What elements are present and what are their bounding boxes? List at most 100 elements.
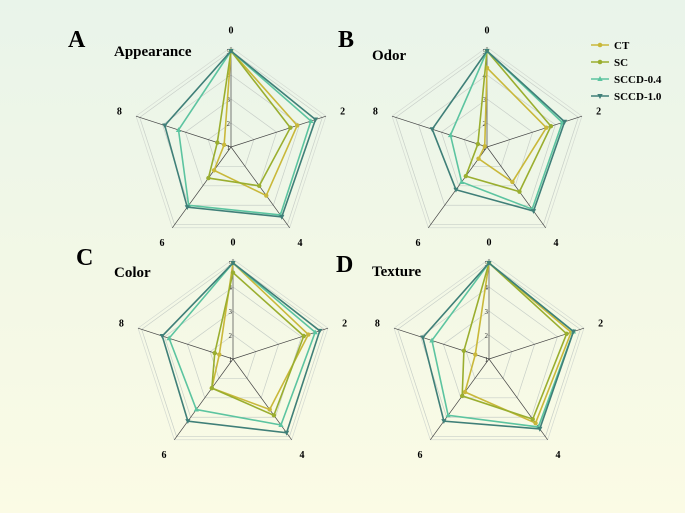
data-point	[447, 132, 454, 138]
series-line	[449, 49, 564, 211]
series-line	[421, 261, 575, 430]
legend-item: SCCD-1.0	[591, 91, 662, 103]
radial-tick-label: 3	[483, 96, 487, 104]
grid-ring	[463, 122, 511, 167]
axis-spoke	[486, 146, 546, 228]
series-sccd-1-0	[162, 49, 319, 220]
series-line	[464, 261, 573, 425]
radial-tick-label: 2	[485, 332, 489, 340]
data-point	[279, 214, 285, 220]
data-point	[317, 328, 323, 334]
panel-title: Odor	[372, 48, 407, 64]
data-point	[230, 270, 236, 275]
grid-frame	[393, 258, 585, 441]
series-line	[477, 65, 548, 184]
series-line	[210, 271, 305, 417]
axis-label-0: 0	[229, 26, 234, 37]
data-point	[278, 422, 284, 428]
grid-frame	[391, 46, 583, 229]
legend-marker	[597, 94, 603, 99]
data-point	[185, 419, 191, 424]
data-point	[476, 156, 481, 161]
axis-spoke	[391, 115, 488, 148]
data-point	[301, 333, 306, 339]
data-point	[570, 329, 577, 335]
data-point	[267, 407, 272, 412]
data-point	[562, 119, 568, 125]
axis-label-8: 8	[375, 319, 380, 330]
axis-label-0: 0	[487, 238, 492, 249]
data-point	[463, 173, 469, 179]
data-point	[544, 125, 549, 130]
legend-item: SC	[591, 57, 628, 69]
grid-ring	[141, 262, 325, 438]
grid-ring	[184, 98, 278, 187]
data-point	[294, 123, 300, 128]
data-point	[217, 352, 222, 357]
data-point	[221, 142, 227, 147]
series-sc	[209, 270, 306, 418]
data-point	[564, 331, 569, 336]
series-sccd-1-0	[159, 261, 323, 436]
data-point	[264, 193, 269, 198]
data-point	[445, 412, 451, 418]
data-point	[175, 127, 182, 132]
data-point	[461, 348, 467, 354]
data-point	[312, 117, 319, 123]
series-line	[464, 49, 552, 193]
radial-tick-label: 4	[229, 284, 233, 292]
data-point	[453, 187, 459, 193]
axis-spoke	[393, 327, 490, 360]
axis-label-6: 6	[418, 450, 423, 461]
legend-marker	[597, 76, 603, 81]
data-point	[215, 140, 220, 145]
axis-label-4: 4	[299, 450, 304, 461]
series-sccd-1-0	[429, 49, 568, 214]
legend-marker	[597, 59, 603, 65]
panel-letter: D	[336, 252, 353, 278]
axis-label-0: 0	[485, 26, 490, 37]
data-point	[209, 385, 215, 391]
data-point	[308, 118, 314, 124]
radar-panels: 1234502468AAppearance1234502468BOdor1234…	[68, 26, 603, 461]
data-point	[212, 350, 217, 356]
radial-tick-label: 1	[485, 356, 489, 364]
axis-spoke	[430, 358, 490, 440]
axis-label-4: 4	[555, 450, 560, 461]
radial-tick-label: 1	[229, 356, 233, 364]
data-point	[482, 144, 487, 149]
series-line	[210, 261, 310, 411]
axis-spoke	[232, 327, 329, 360]
series-line	[163, 49, 317, 218]
series-line	[431, 49, 566, 213]
series-line	[161, 261, 321, 434]
data-point	[420, 335, 426, 341]
grid-frame	[135, 46, 327, 229]
axis-spoke	[428, 146, 488, 228]
panel-title: Color	[114, 265, 151, 281]
axis-label-8: 8	[373, 107, 378, 118]
axis-spoke	[174, 358, 234, 440]
data-point	[459, 393, 465, 399]
axis-label-6: 6	[416, 238, 421, 249]
grid-ring	[207, 122, 255, 167]
axis-spoke	[137, 327, 234, 360]
grid-ring	[465, 334, 513, 379]
legend-label: SCCD-0.4	[614, 74, 662, 86]
data-point	[484, 49, 490, 54]
radial-tick-label: 2	[483, 120, 487, 128]
data-point	[288, 125, 293, 130]
axis-label-0: 0	[231, 238, 236, 249]
axis-spoke	[135, 115, 232, 148]
data-point	[517, 189, 522, 194]
grid-ring	[397, 262, 581, 438]
panel-letter: C	[76, 245, 93, 271]
grid-ring	[418, 74, 556, 206]
data-point	[429, 127, 435, 133]
data-point	[459, 179, 465, 184]
series-line	[177, 49, 312, 216]
series-line	[168, 261, 317, 426]
